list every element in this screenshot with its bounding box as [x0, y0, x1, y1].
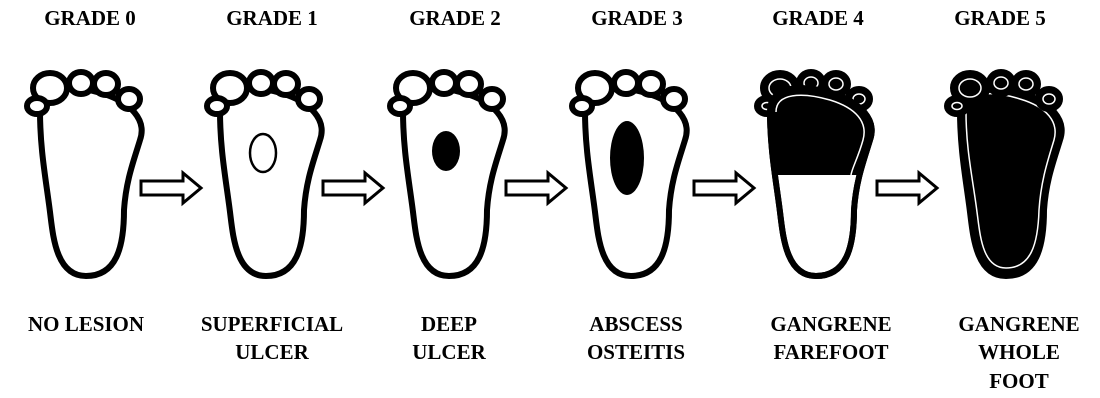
grade-title: GRADE 5	[954, 6, 1046, 30]
stage-grade-4: GRADE 4 GANGRENE FAREFOOT	[757, 6, 892, 364]
grade-title: GRADE 3	[591, 6, 683, 30]
stage-label: SUPERFICIAL ULCER	[201, 312, 343, 364]
superficial-ulcer-mark	[250, 134, 276, 172]
stage-label: DEEP ULCER	[412, 312, 486, 364]
stage-label: GANGRENE WHOLE FOOT	[958, 312, 1079, 393]
stage-label-line: ULCER	[412, 340, 486, 364]
abscess-mark	[610, 121, 644, 195]
foot-icon	[947, 72, 1062, 276]
stage-grade-5: GRADE 5 GANGRENE WHOLE FOOT	[947, 6, 1080, 393]
right-arrow-icon	[694, 173, 754, 203]
stage-label-line: SUPERFICIAL	[201, 312, 343, 336]
grade-title: GRADE 2	[409, 6, 501, 30]
stage-label-line: ULCER	[235, 340, 309, 364]
stage-label: ABSCESS OSTEITIS	[587, 312, 685, 364]
stage-label-line: WHOLE	[978, 340, 1060, 364]
stage-grade-3: GRADE 3 ABSCESS OSTEITIS	[572, 6, 687, 364]
stage-label-line: FOOT	[989, 369, 1049, 393]
deep-ulcer-mark	[432, 131, 460, 171]
foot-icon	[27, 72, 142, 276]
stage-label-line: OSTEITIS	[587, 340, 685, 364]
stage-label-line: DEEP	[421, 312, 477, 336]
stage-label-line: FAREFOOT	[773, 340, 888, 364]
grade-title: GRADE 4	[772, 6, 864, 30]
stage-label-line: GANGRENE	[958, 312, 1079, 336]
right-arrow-icon	[323, 173, 383, 203]
stage-grade-0: GRADE 0 NO LESION	[27, 6, 144, 336]
stage-label-line: GANGRENE	[770, 312, 891, 336]
grade-title: GRADE 1	[226, 6, 318, 30]
right-arrow-icon	[877, 173, 937, 203]
grade-title: GRADE 0	[44, 6, 136, 30]
stage-label-line: NO LESION	[28, 312, 144, 336]
stage-label: GANGRENE FAREFOOT	[770, 312, 891, 364]
right-arrow-icon	[141, 173, 201, 203]
stage-label: NO LESION	[28, 312, 144, 336]
right-arrow-icon	[506, 173, 566, 203]
stage-grade-2: GRADE 2 DEEP ULCER	[390, 6, 505, 364]
stage-label-line: ABSCESS	[589, 312, 682, 336]
foot-icon	[390, 72, 505, 276]
foot-icon	[207, 72, 322, 276]
foot-icon	[572, 72, 687, 276]
